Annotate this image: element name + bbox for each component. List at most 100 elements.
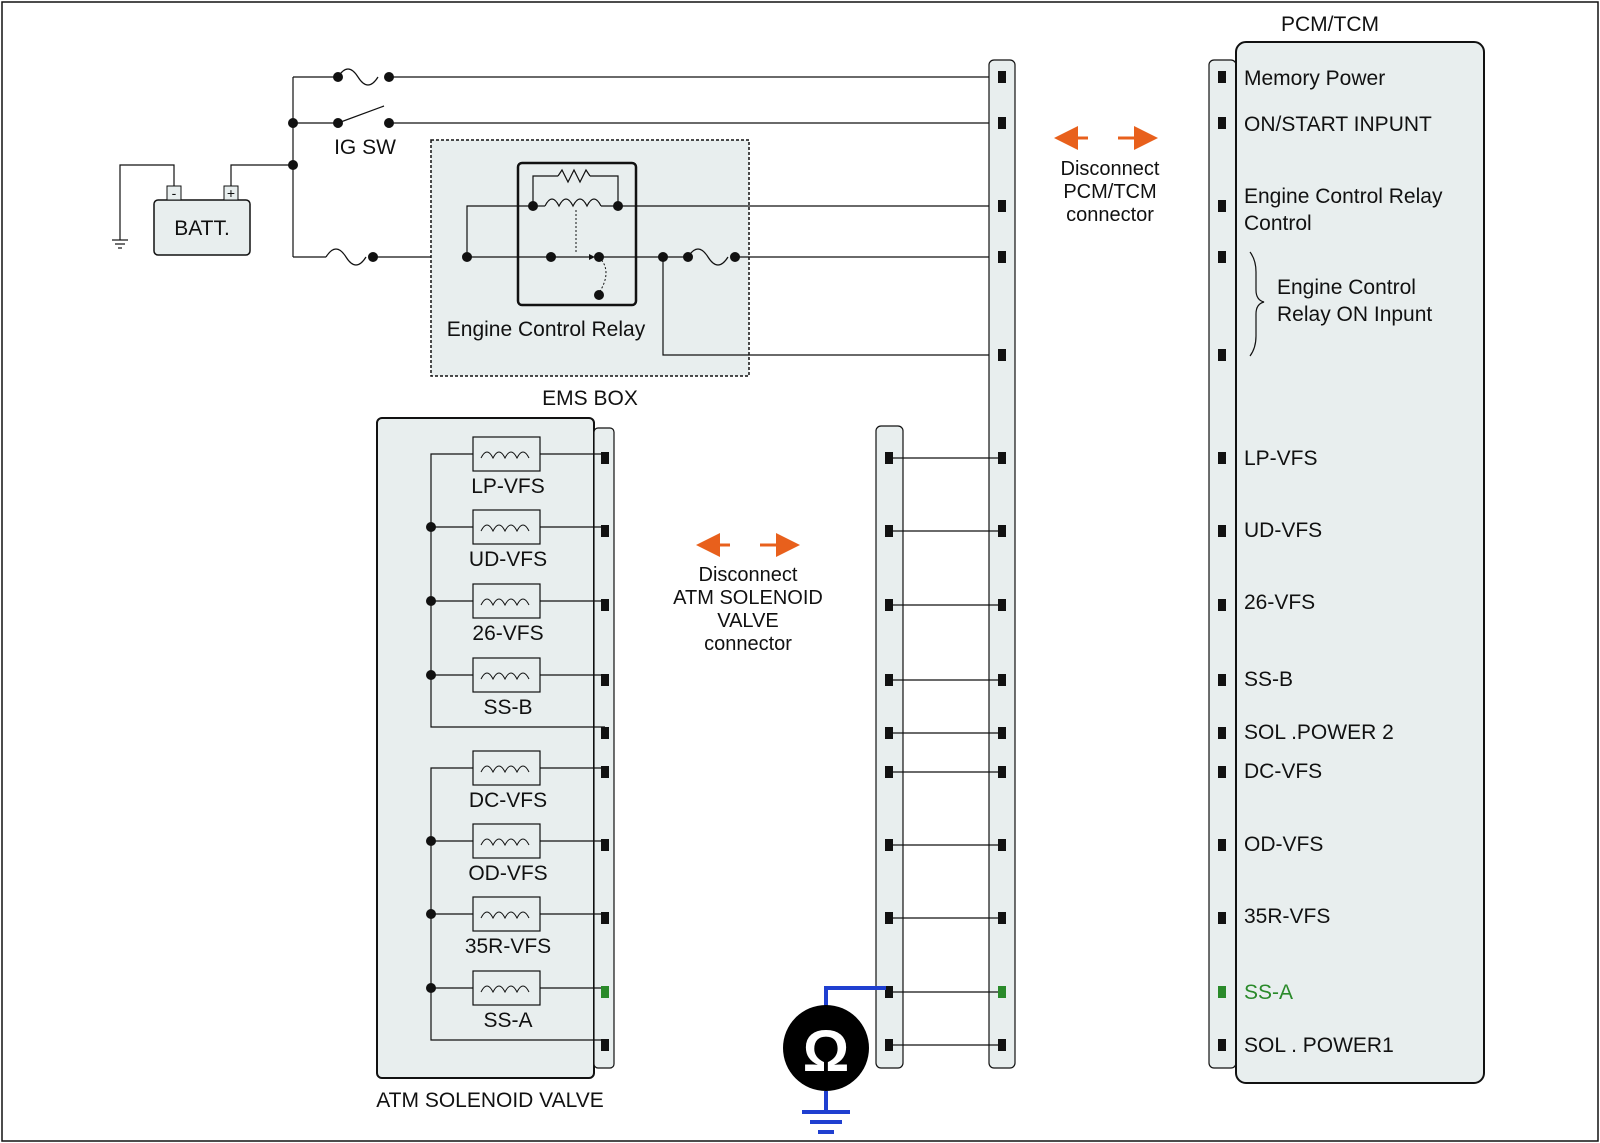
harness-pin	[998, 766, 1006, 778]
pcm-pin-label: LP-VFS	[1244, 447, 1318, 470]
solenoid-connector-pin	[601, 912, 609, 924]
solenoid-coil: SS-B	[426, 657, 605, 719]
harness-pin	[998, 251, 1006, 263]
pcm-pin	[1218, 839, 1226, 851]
harness-pin	[998, 525, 1006, 537]
solenoid-coil: DC-VFS	[469, 750, 605, 812]
solenoid-connector-pin	[601, 674, 609, 686]
solenoid-connector-pin	[601, 839, 609, 851]
resistor-icon	[557, 168, 591, 184]
pcm-pin	[1218, 452, 1226, 464]
solenoid-label: 26-VFS	[472, 622, 543, 645]
pcm-pin-label: SOL .POWER 2	[1244, 721, 1394, 744]
pcm-tcm-box	[1235, 41, 1485, 1084]
solenoid-label: UD-VFS	[469, 548, 547, 571]
pcm-pin	[1218, 1039, 1226, 1051]
pcm-pin	[1218, 727, 1226, 739]
atm-harness-connector	[875, 425, 904, 1069]
disconnect-atm-note: Disconnect ATM SOLENOID VALVE connector	[673, 533, 823, 655]
harness-pin	[998, 349, 1006, 361]
solenoid-connector-pin	[601, 525, 609, 537]
solenoid-coil: LP-VFS	[471, 436, 605, 498]
pcm-pin-label: DC-VFS	[1244, 760, 1322, 783]
solenoid-label: SS-B	[483, 696, 532, 719]
atm-harness-pin	[885, 839, 893, 851]
atm-harness-pin	[885, 674, 893, 686]
disconnect-atm-line-2: ATM SOLENOID	[673, 587, 823, 609]
harness-pin	[998, 674, 1006, 686]
pcm-pin-label: Control	[1244, 212, 1312, 235]
atm-harness-pin	[885, 727, 893, 739]
fuse-icon	[325, 248, 367, 266]
pcm-pin-label: Memory Power	[1244, 67, 1385, 90]
coil-icon	[480, 911, 530, 920]
pcm-pin-label: UD-VFS	[1244, 519, 1322, 542]
coil-icon	[480, 672, 530, 681]
atm-harness-pin	[885, 599, 893, 611]
harness-pin	[998, 452, 1006, 464]
pcm-pin	[1218, 251, 1226, 263]
pcm-pin	[1218, 986, 1226, 998]
atm-harness-pin	[885, 766, 893, 778]
disconnect-pcm-note: Disconnect PCM/TCM connector	[1054, 126, 1160, 226]
pcm-pin-label: Relay ON Inpunt	[1277, 303, 1432, 326]
solenoid-coil: 35R-VFS	[426, 896, 605, 958]
disconnect-atm-line-4: connector	[704, 633, 792, 655]
connector-pins	[601, 71, 1226, 1051]
solenoid-connector-pin	[601, 452, 609, 464]
solenoid-label: OD-VFS	[468, 862, 547, 885]
solenoid-connector-bar	[593, 427, 615, 1069]
solenoid-coil: 26-VFS	[426, 583, 605, 645]
pcm-pin-label: SOL . POWER1	[1244, 1034, 1394, 1057]
pcm-pin-label: SS-B	[1244, 668, 1293, 691]
coil-icon	[480, 451, 530, 460]
engine-control-relay	[516, 161, 638, 307]
atm-harness-pin	[885, 525, 893, 537]
fuse-icon	[337, 68, 379, 86]
pcm-pin-label-highlight: SS-A	[1244, 981, 1293, 1004]
harness-wires	[889, 457, 1002, 1046]
pcm-harness-connector	[988, 59, 1016, 1069]
pcm-pin-label: Engine Control Relay	[1244, 185, 1443, 208]
solenoid-coil: OD-VFS	[426, 823, 605, 885]
pcm-pin	[1218, 117, 1226, 129]
harness-pin	[998, 1039, 1006, 1051]
pcm-pin	[1218, 71, 1226, 83]
solenoid-connector-pin	[601, 986, 609, 998]
disconnect-atm-line-1: Disconnect	[699, 564, 798, 586]
coil-icon	[480, 524, 530, 533]
battery-label: BATT.	[174, 217, 230, 240]
pcm-tcm-module: PCM/TCM Memory Power ON/START INPUNT Eng…	[1235, 13, 1485, 1084]
probe-wire	[824, 986, 886, 1010]
harness-pin	[998, 839, 1006, 851]
ems-box-label: EMS BOX	[542, 387, 638, 410]
harness-pin	[998, 71, 1006, 83]
fuse-icon	[687, 248, 729, 266]
atm-harness-pin	[885, 912, 893, 924]
solenoid-connector-pin	[601, 599, 609, 611]
disconnect-atm-line-3: VALVE	[717, 610, 779, 632]
brace-icon	[1249, 251, 1265, 357]
disconnect-pcm-line-3: connector	[1066, 204, 1154, 226]
harness-pin	[998, 200, 1006, 212]
harness-pin	[998, 117, 1006, 129]
coil-icon	[480, 838, 530, 847]
ig-switch-label: IG SW	[334, 136, 396, 159]
atm-solenoid-valve: ATM SOLENOID VALVE LP-VFSUD-VFS26-VFSSS-…	[376, 417, 615, 1112]
pcm-pin	[1218, 674, 1226, 686]
disconnect-pcm-line-2: PCM/TCM	[1063, 181, 1156, 203]
ems-box: EMS BOX Engine Control Relay	[430, 139, 1000, 410]
ohmmeter: Ω	[783, 986, 886, 1134]
pcm-pin-label: 26-VFS	[1244, 591, 1315, 614]
ohmmeter-icon	[783, 1005, 869, 1091]
atm-harness-pin	[885, 986, 893, 998]
coil-icon	[480, 598, 530, 607]
disconnect-pcm-line-1: Disconnect	[1061, 158, 1160, 180]
pcm-pin	[1218, 525, 1226, 537]
pcm-pin	[1218, 766, 1226, 778]
solenoid-label: LP-VFS	[471, 475, 545, 498]
pcm-pin-label: Engine Control	[1277, 276, 1416, 299]
solenoid-label: 35R-VFS	[465, 935, 551, 958]
